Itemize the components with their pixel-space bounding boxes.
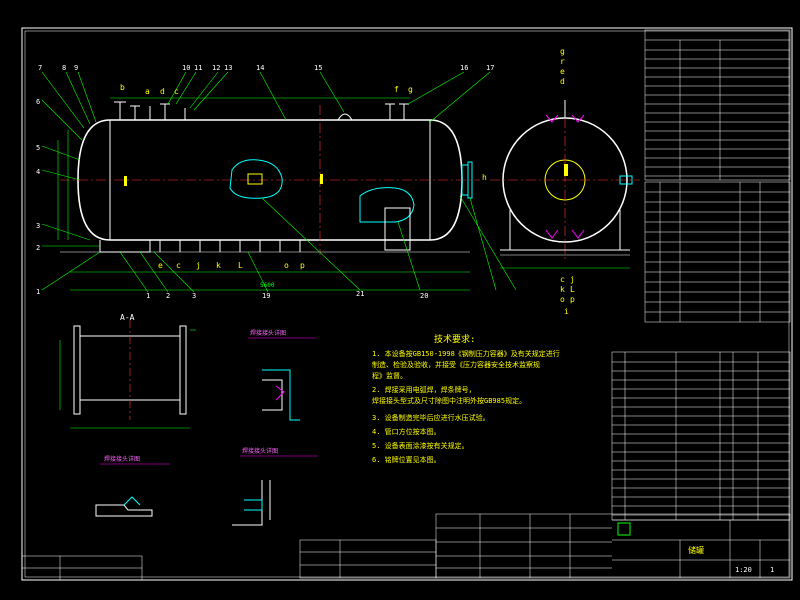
callout-1: 1 xyxy=(36,288,40,296)
callout-b2: 2 xyxy=(166,292,170,300)
nozzle-L: L xyxy=(238,261,243,270)
nozzle-k: k xyxy=(216,261,221,270)
nozzle-d: d xyxy=(160,87,165,96)
end-letter-g: g xyxy=(560,47,565,56)
nozzle-p: p xyxy=(300,261,305,270)
technical-requirements: 技术要求: 1. 本设备按GB150-1998《钢制压力容器》及有关规定进行 制… xyxy=(372,333,560,464)
callout-15: 15 xyxy=(314,64,322,72)
top-callouts: 7 8 9 10 11 12 13 14 15 16 17 xyxy=(38,64,494,72)
callout-14: 14 xyxy=(256,64,264,72)
design-data-table xyxy=(644,29,791,181)
nozzle-letters-top: b a d c f g xyxy=(120,83,413,96)
vessel-end-view xyxy=(490,100,640,269)
end-letter-r: r xyxy=(560,57,565,66)
section-a-a-label: A-A xyxy=(120,313,135,322)
callout-10: 10 xyxy=(182,64,190,72)
weld-detail-3-title: 焊接接头详图 xyxy=(242,447,278,455)
weld-detail-1-title: 焊接接头详图 xyxy=(250,329,286,337)
drawing-frame xyxy=(21,27,793,581)
tech-note-2: 制造、检验及验收，并接受《压力容器安全技术监察规 xyxy=(372,360,540,369)
tech-note-3: 程》监督。 xyxy=(372,371,407,380)
end-view-bottom-letters: c j k L o p i xyxy=(560,275,575,316)
nozzle-g: g xyxy=(408,85,413,94)
nozzle-c2: c xyxy=(176,261,181,270)
end-letter-h: h xyxy=(482,173,487,182)
nozzle-a: a xyxy=(145,87,150,96)
tech-note-6: 3. 设备制造完毕后应进行水压试验。 xyxy=(372,413,490,422)
callout-b19: 19 xyxy=(262,292,270,300)
end-letter-e: e xyxy=(560,67,565,76)
dim-overall-length: 5600 xyxy=(260,282,275,289)
bottom-callouts: 1 2 3 19 20 21 xyxy=(146,290,428,300)
callout-17: 17 xyxy=(486,64,494,72)
left-callouts: 6 5 4 3 2 1 xyxy=(36,98,40,296)
callout-4: 4 xyxy=(36,168,40,176)
end-b-c: c xyxy=(560,275,565,284)
nozzle-table xyxy=(644,181,791,323)
callout-16: 16 xyxy=(460,64,468,72)
parts-list-table xyxy=(611,351,791,521)
weld-detail-1 xyxy=(248,337,316,421)
callout-b21: 21 xyxy=(356,290,364,298)
nozzle-letters-bottom: e c j k L o p xyxy=(158,261,305,270)
tech-note-7: 4. 管口方位按本图。 xyxy=(372,427,441,436)
end-b-k: k xyxy=(560,285,565,294)
end-b-o: o xyxy=(560,295,565,304)
callout-7: 7 xyxy=(38,64,42,72)
weld-detail-3 xyxy=(232,455,318,526)
section-a-a xyxy=(59,320,196,429)
callout-2: 2 xyxy=(36,244,40,252)
callout-8: 8 xyxy=(62,64,66,72)
callout-12: 12 xyxy=(212,64,220,72)
drawing-name: 储罐 xyxy=(688,545,704,555)
callout-b3: 3 xyxy=(192,292,196,300)
tech-title: 技术要求: xyxy=(434,333,475,345)
weld-detail-2 xyxy=(95,463,170,517)
tech-note-8: 5. 设备表面涂漆按有关规定。 xyxy=(372,441,469,450)
nozzle-f: f xyxy=(394,85,399,94)
end-b-L: L xyxy=(570,285,575,294)
nozzle-b: b xyxy=(120,83,125,92)
callout-11: 11 xyxy=(194,64,202,72)
end-view-letters: g r e d h xyxy=(482,47,565,182)
callout-13: 13 xyxy=(224,64,232,72)
callout-6: 6 xyxy=(36,98,40,106)
nozzle-c: c xyxy=(174,87,179,96)
end-b-j: j xyxy=(570,275,575,284)
tech-note-4: 2. 焊接采用电弧焊，焊条牌号， xyxy=(372,385,476,394)
drawing-sheet-no: 1 xyxy=(770,566,774,574)
callout-9: 9 xyxy=(74,64,78,72)
end-letter-d: d xyxy=(560,77,565,86)
drawing-scale: 1:20 xyxy=(735,566,752,574)
callout-3: 3 xyxy=(36,222,40,230)
tech-note-5: 焊接接头型式及尺寸除图中注明外按GB985规定。 xyxy=(372,396,526,405)
callout-b20: 20 xyxy=(420,292,428,300)
vessel-side-view xyxy=(41,71,517,293)
nozzle-j: j xyxy=(196,261,201,270)
nozzle-o: o xyxy=(284,261,289,270)
callout-b1: 1 xyxy=(146,292,150,300)
nozzle-e: e xyxy=(158,261,163,270)
end-b-i: i xyxy=(564,307,569,316)
weld-detail-2-title: 焊接接头详图 xyxy=(104,455,140,463)
callout-5: 5 xyxy=(36,144,40,152)
tech-note-1: 1. 本设备按GB150-1998《钢制压力容器》及有关规定进行 xyxy=(372,349,560,358)
title-block xyxy=(435,513,791,579)
tech-note-9: 6. 铭牌位置见本图。 xyxy=(372,455,441,464)
end-b-p: p xyxy=(570,295,575,304)
